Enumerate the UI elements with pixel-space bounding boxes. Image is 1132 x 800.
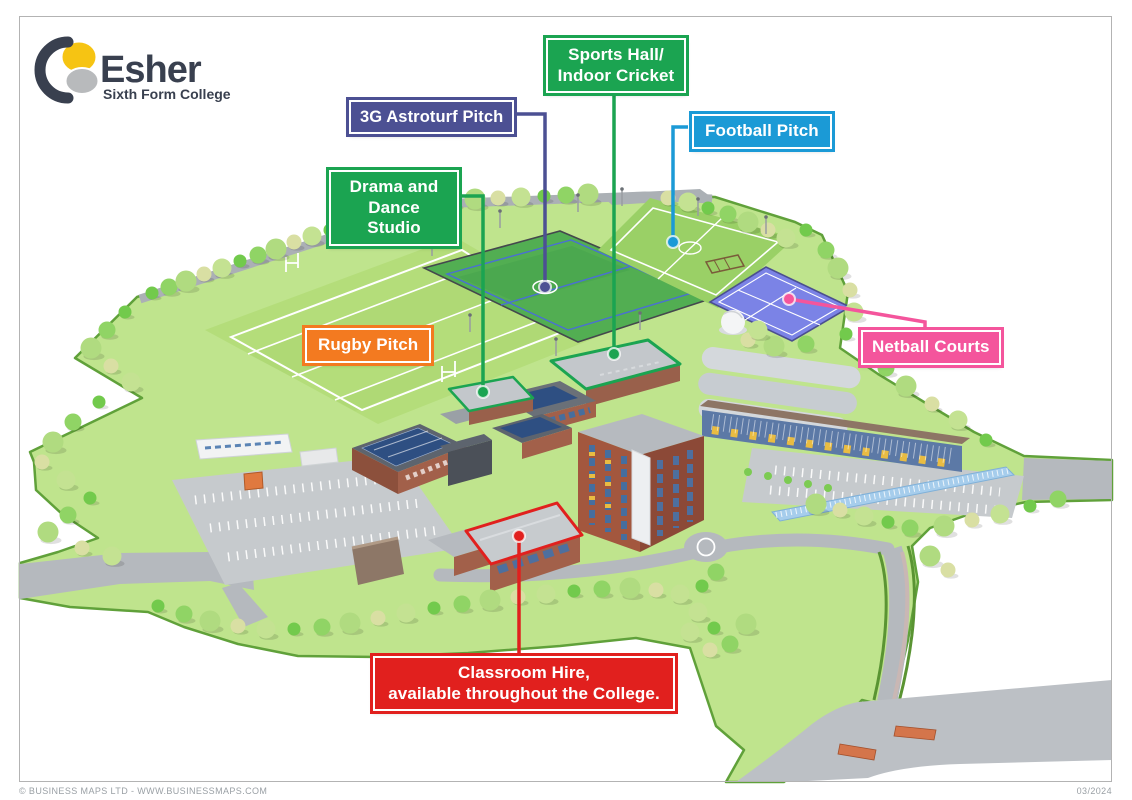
label-connectors <box>455 90 927 658</box>
logo-name: Esher <box>100 49 202 91</box>
long-east-building <box>700 400 970 472</box>
entrance-wall <box>837 743 877 761</box>
cricket-cage <box>704 254 746 274</box>
driveway-hedge-right <box>897 545 916 703</box>
map-label-drama: Drama and Dance Studio <box>329 170 459 247</box>
anchor-dot-astroturf <box>538 280 552 294</box>
footpath <box>892 551 910 701</box>
left-road <box>20 552 254 599</box>
roads-group <box>20 458 1112 782</box>
anchor-dot-football <box>666 235 680 249</box>
driveway-hedge-left <box>872 551 888 701</box>
copyright-text: © BUSINESS MAPS LTD - WWW.BUSINESSMAPS.C… <box>19 786 268 796</box>
left-road-spur <box>222 583 268 627</box>
anchor-dot-netball <box>782 292 796 306</box>
west-buildings <box>195 414 572 585</box>
map-label-sports-hall: Sports Hall/ Indoor Cricket <box>546 38 686 94</box>
floodlights-group <box>430 187 768 356</box>
buildings-group <box>195 338 970 592</box>
driveway <box>877 545 910 705</box>
anchor-dot-drama <box>476 385 490 399</box>
connector-drama <box>455 194 485 392</box>
map-label-classroom: Classroom Hire, available throughout the… <box>373 656 675 712</box>
connector-football <box>671 125 688 242</box>
main-tower-building <box>578 414 704 552</box>
map-label-football: Football Pitch <box>692 114 832 149</box>
logo-mark-icon <box>34 36 100 104</box>
connector-netball <box>788 297 927 332</box>
map-label-netball: Netball Courts <box>861 330 1001 365</box>
right-road <box>1022 458 1112 500</box>
anchor-dot-sports-hall <box>607 347 621 361</box>
logo-subtitle: Sixth Form College <box>103 86 231 102</box>
label-anchor-dots <box>476 235 796 543</box>
drama-dance-studio-building <box>447 375 535 425</box>
observatory-dome <box>719 310 747 335</box>
bushes <box>744 468 832 492</box>
rugby-goalposts <box>285 253 456 382</box>
map-label-astroturf: 3G Astroturf Pitch <box>349 100 515 135</box>
entrance-wall <box>893 725 937 741</box>
date-stamp: 03/2024 <box>1076 786 1112 796</box>
map-label-rugby: Rugby Pitch <box>305 328 432 363</box>
esher-college-logo: Esher Sixth Form College <box>34 36 231 104</box>
anchor-dot-classroom <box>512 529 526 543</box>
connector-astroturf <box>515 112 547 287</box>
